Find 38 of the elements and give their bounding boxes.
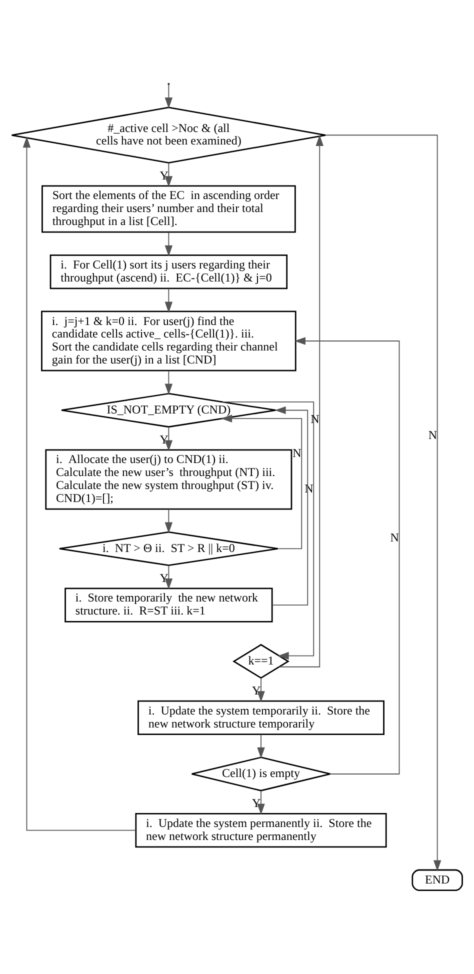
arrow (325, 134, 442, 872)
node-box: i. Update the system permanently ii. Store the new network structure permanently (135, 812, 387, 848)
edge-label: Y (160, 432, 168, 446)
edge-label: Y (252, 684, 261, 698)
edge-label: N (390, 530, 399, 544)
edge-label: Y (160, 570, 168, 585)
arrow (164, 508, 173, 534)
node-diamond: Cell(1) is empty (191, 756, 331, 792)
edge-label: N (292, 446, 302, 460)
arrow (220, 414, 302, 550)
node-diamond: i. NT > Θ ii. ST > R || k=0 (58, 531, 279, 566)
node-diamond: #_active cell >Noc & (all cells have not been examined) (11, 106, 326, 164)
node-box: i. Update the system temporarily ii. Store the new network structure temporarily (138, 700, 384, 735)
arrow (164, 84, 173, 109)
arrow (278, 134, 324, 668)
node-box: i. For Cell(1) sort its j users regarding their throughput (ascend) ii. EC-{Cell(1)} & j=0 (50, 254, 288, 290)
edge-label: Y (160, 168, 168, 182)
node-box: i. Allocate the user(j) to CND(1) ii. Calculate the new user’s throughput (NT) iii. Calculate the new system throughput (ST) iv. CND(1)=[]; (45, 449, 292, 510)
arrow (272, 406, 308, 606)
edge-label: Y (252, 796, 261, 810)
arrow (257, 678, 265, 702)
edge-label: N (428, 428, 438, 442)
arrow (164, 162, 173, 188)
arrow (222, 401, 314, 660)
arrow (164, 370, 173, 395)
node-diamond: IS_NOT_EMPTY (CND) (60, 392, 277, 428)
node-box: i. Store temporarily the new network structure. ii. R=ST iii. k=1 (64, 588, 273, 622)
arrow (164, 426, 173, 452)
arrow (22, 136, 136, 831)
arrow (164, 565, 173, 590)
arrow (257, 790, 265, 815)
arrow (164, 288, 173, 313)
arrow (294, 337, 400, 774)
node-box: i. j=j+1 & k=0 ii. For user(j) find the candidate cells active_ cells-{Cell(1)}. iii. Sort the candidate cells regarding their channel gain for the user(j) in a list [CND] (41, 310, 296, 372)
arrow (257, 734, 265, 758)
node-box: END (412, 869, 463, 891)
node-box: Sort the elements of the EC in ascending order regarding their users’ number and their total throughput in a list [Cell]. (42, 185, 296, 233)
arrow (164, 232, 173, 256)
